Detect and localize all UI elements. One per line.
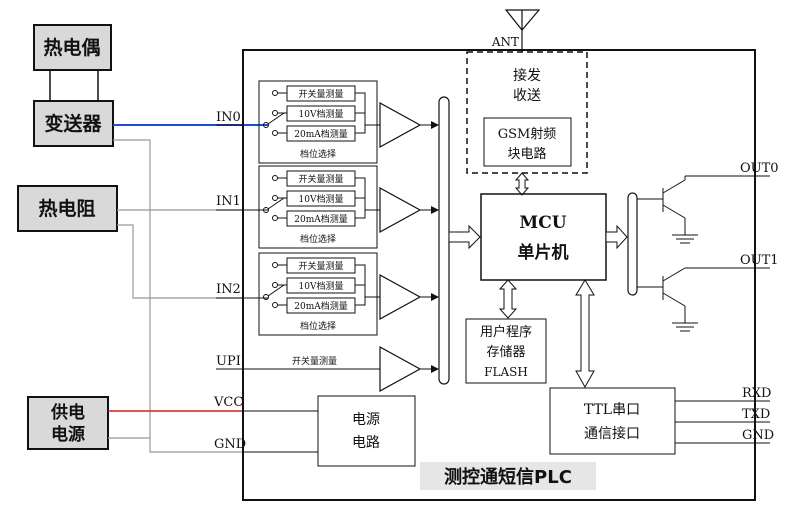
transistor-out0-icon bbox=[637, 175, 770, 244]
ma20-measure-label: 20mA档测量 bbox=[294, 128, 348, 140]
port-in0: IN0 bbox=[216, 110, 241, 125]
v10-measure-label: 10V档测量 bbox=[299, 108, 344, 120]
range-select-label: 档位选择 bbox=[300, 148, 336, 160]
mcu-label: MCU bbox=[519, 213, 566, 233]
plc-board bbox=[242, 49, 756, 501]
port-gnd-serial: GND bbox=[742, 428, 774, 443]
range-select-group-0: 开关量测量 10V档测量 20mA档测量 档位选择 bbox=[258, 80, 380, 164]
ttl-serial-box bbox=[549, 387, 676, 455]
footer-title-bg bbox=[420, 462, 596, 490]
port-out1: OUT1 bbox=[740, 253, 779, 268]
footer-title: 测控通短信PLC bbox=[444, 466, 572, 488]
ttl-output-lines bbox=[675, 400, 770, 444]
amplifier-1 bbox=[379, 186, 422, 234]
power-circuit-label-1: 电源 bbox=[352, 412, 380, 428]
port-rxd: RXD bbox=[742, 386, 771, 401]
transceiver-label-2: 收送 bbox=[513, 88, 541, 104]
range-select-group-1: 开关量测量 10V档测量 20mA档测量 档位选择 bbox=[258, 165, 380, 249]
port-out0: OUT0 bbox=[740, 161, 779, 176]
transmitter-label: 变送器 bbox=[44, 112, 102, 135]
ma20-measure-label: 20mA档测量 bbox=[294, 300, 348, 312]
memory-label-3: FLASH bbox=[484, 365, 528, 379]
mcu-ttl-link bbox=[575, 279, 595, 389]
thermocouple-links bbox=[49, 70, 99, 101]
mcu-box bbox=[480, 193, 607, 281]
memory-label-2: 存储器 bbox=[486, 345, 525, 360]
amplifier-outputs bbox=[420, 121, 439, 373]
range-select-label: 档位选择 bbox=[300, 320, 336, 332]
input-bus bbox=[438, 96, 450, 385]
ma20-measure-label: 20mA档测量 bbox=[294, 213, 348, 225]
transistor-out1-icon bbox=[637, 267, 770, 332]
v10-measure-label: 10V档测量 bbox=[299, 280, 344, 292]
ttl-label-2: 通信接口 bbox=[584, 425, 640, 442]
thermocouple-box: 热电偶 bbox=[33, 24, 112, 71]
upi-switch-measure-label: 开关量测量 bbox=[292, 355, 337, 367]
port-upi: UPI bbox=[216, 354, 241, 369]
v10-measure-label: 10V档测量 bbox=[299, 193, 344, 205]
switch-measure-label: 开关量测量 bbox=[298, 173, 343, 185]
amplifier-2 bbox=[379, 273, 422, 321]
port-in1: IN1 bbox=[216, 194, 241, 209]
gsm-label-1: GSM射频 bbox=[498, 126, 557, 142]
mcu-memory-link bbox=[498, 279, 518, 319]
power-circuit-label-2: 电路 bbox=[352, 435, 380, 451]
bus-to-mcu-arrow bbox=[448, 224, 481, 250]
memory-box bbox=[465, 318, 547, 384]
range-select-label: 档位选择 bbox=[300, 233, 336, 245]
antenna-label: ANT bbox=[491, 35, 519, 49]
amplifiers bbox=[379, 101, 422, 393]
memory-label-1: 用户程序 bbox=[480, 324, 532, 340]
mcu-to-output-arrow bbox=[605, 224, 628, 250]
rtd-label: 热电阻 bbox=[38, 197, 95, 220]
mcu-chinese-label: 单片机 bbox=[518, 242, 569, 263]
switch-measure-label: 开关量测量 bbox=[298, 260, 343, 272]
gsm-mcu-link bbox=[514, 172, 530, 196]
ttl-label-1: TTL串口 bbox=[584, 402, 640, 418]
gsm-label-2: 块电路 bbox=[507, 146, 546, 162]
output-bus bbox=[627, 192, 638, 296]
transceiver-box bbox=[466, 51, 588, 174]
power-supply-label-2: 电源 bbox=[51, 424, 85, 445]
range-select-group-2: 开关量测量 10V档测量 20mA档测量 档位选择 bbox=[258, 252, 380, 336]
power-circuit-box bbox=[317, 395, 416, 467]
input-port-labels: IN0 IN1 IN2 UPI VCC GND bbox=[213, 110, 380, 453]
port-vcc: VCC bbox=[213, 395, 243, 410]
port-in2: IN2 bbox=[216, 282, 241, 297]
amplifier-0 bbox=[379, 101, 422, 149]
switch-measure-label: 开关量测量 bbox=[298, 88, 343, 100]
port-gnd: GND bbox=[214, 437, 246, 452]
power-supply-box: 供电 电源 bbox=[27, 396, 109, 450]
thermocouple-label: 热电偶 bbox=[43, 36, 100, 59]
rtd-box: 热电阻 bbox=[17, 185, 118, 232]
amplifier-upi bbox=[379, 345, 422, 393]
port-txd: TXD bbox=[742, 407, 770, 422]
transmitter-box: 变送器 bbox=[33, 100, 114, 147]
gsm-module-box bbox=[483, 117, 572, 167]
transceiver-label-1: 接发 bbox=[513, 67, 541, 84]
antenna-icon bbox=[504, 9, 541, 52]
power-supply-label-1: 供电 bbox=[50, 402, 85, 423]
